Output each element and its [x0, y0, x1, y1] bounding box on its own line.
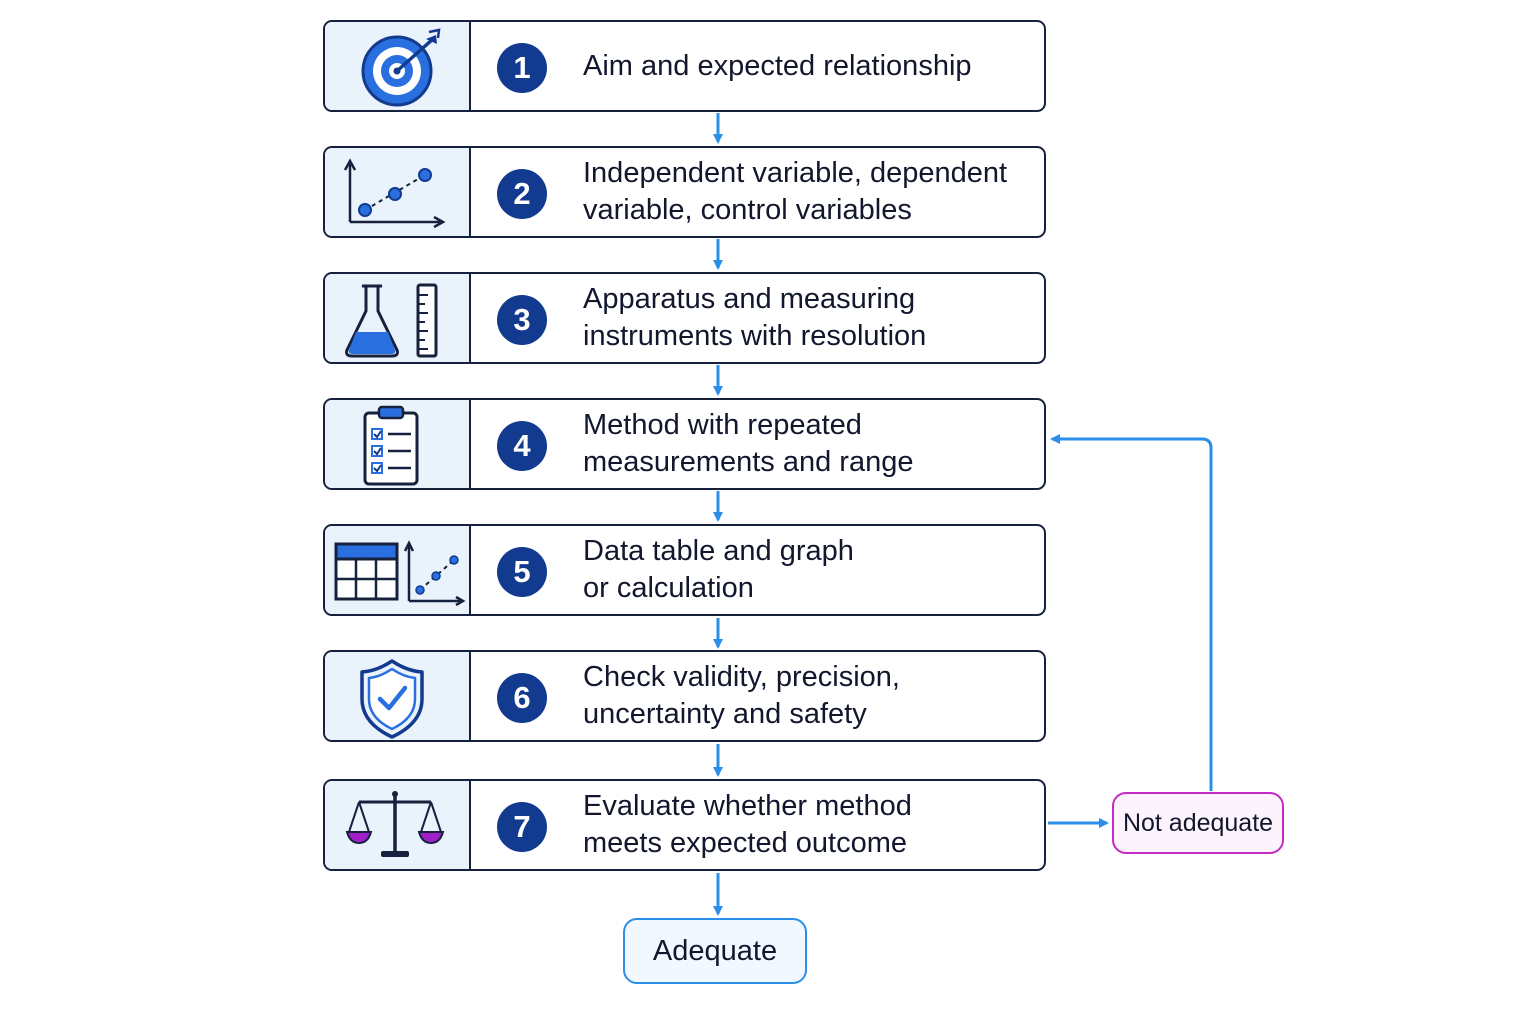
step-3-card: 3 Apparatus and measuring instruments wi… — [323, 272, 1046, 364]
step-2-card: 2 Independent variable, dependent variab… — [323, 146, 1046, 238]
target-icon — [361, 28, 441, 107]
step-2-label: Independent variable, dependent variable… — [583, 157, 1008, 226]
step-6-label: Check validity, precision, uncertainty a… — [583, 661, 900, 730]
step-7-number: 7 — [497, 802, 547, 852]
table-and-graph-icon — [334, 540, 466, 607]
step-5-label: Data table and graph or calculation — [583, 535, 854, 604]
flask-and-ruler-icon — [345, 283, 438, 358]
step-7-label: Evaluate whether method meets expected o… — [583, 790, 912, 859]
balance-scale-icon — [345, 791, 445, 857]
step-6-number: 6 — [497, 673, 547, 723]
step-1-number: 1 — [497, 43, 547, 93]
step-3-icon-panel — [325, 274, 471, 362]
step-3-label: Apparatus and measuring instruments with… — [583, 283, 927, 352]
adequate-outcome: Adequate — [623, 918, 807, 984]
step-5-icon-panel — [325, 526, 471, 614]
step-2-icon-panel — [325, 148, 471, 236]
step-7-card: 7 Evaluate whether method meets expected… — [323, 779, 1046, 871]
clipboard-checklist-icon — [363, 405, 419, 486]
step-1-card: 1 Aim and expected relationship — [323, 20, 1046, 112]
step-1-label: Aim and expected relationship — [583, 49, 972, 82]
step-6-icon-panel — [325, 652, 471, 740]
step-1-icon-panel — [325, 22, 471, 110]
step-5-number: 5 — [497, 547, 547, 597]
step-7-icon-panel — [325, 781, 471, 869]
step-4-number: 4 — [497, 421, 547, 471]
step-5-card: 5 Data table and graph or calculation — [323, 524, 1046, 616]
step-4-icon-panel — [325, 400, 471, 488]
scatter-graph-icon — [343, 158, 446, 229]
step-4-label: Method with repeated measurements and ra… — [583, 409, 914, 478]
step-6-card: 6 Check validity, precision, uncertainty… — [323, 650, 1046, 742]
step-2-number: 2 — [497, 169, 547, 219]
step-3-number: 3 — [497, 295, 547, 345]
shield-check-icon — [360, 659, 424, 739]
step-4-card: 4 Method with repeated measurements and … — [323, 398, 1046, 490]
arrow-not-adequate-loop-to-step4 — [1050, 434, 1213, 791]
not-adequate-outcome: Not adequate — [1112, 792, 1284, 854]
